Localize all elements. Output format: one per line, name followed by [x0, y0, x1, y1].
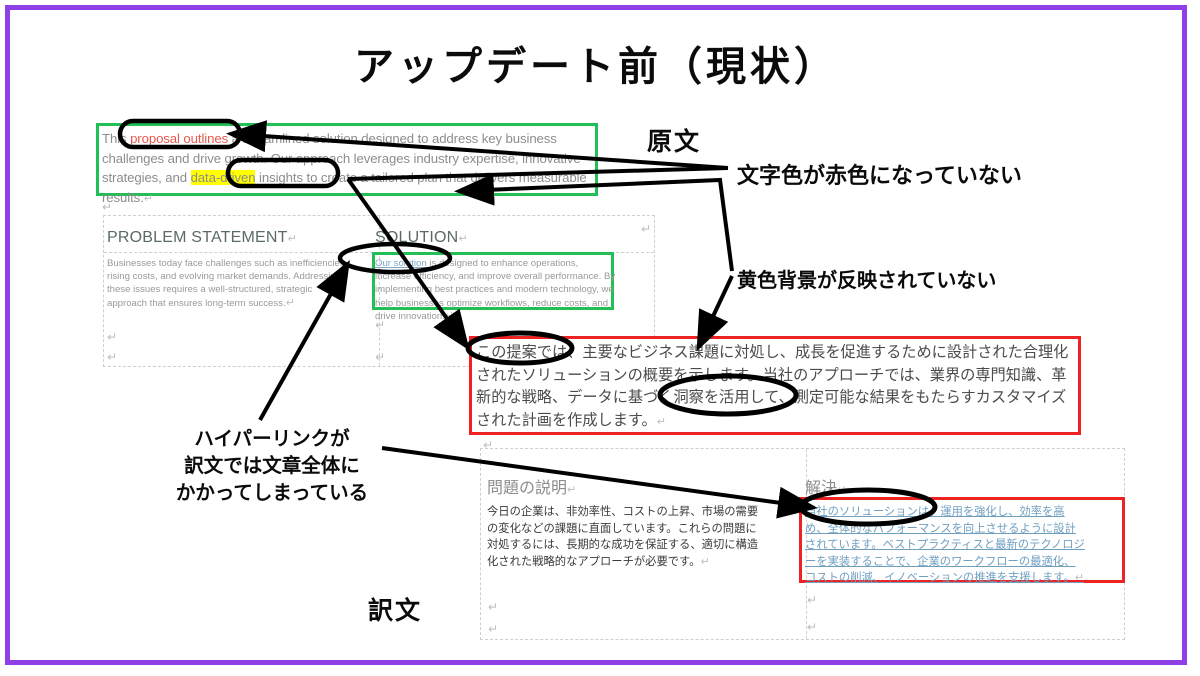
pilcrow-icon: ↵: [107, 350, 118, 364]
translated-body-solution-hyperlink[interactable]: 当社のソリューションは、運用を強化し、効率を高め、全体的なパフォーマンスを向上さ…: [805, 505, 1085, 585]
pilcrow-icon: ↵: [143, 192, 153, 205]
pilcrow-icon: ↵: [483, 438, 494, 452]
original-paragraph-before: This: [102, 131, 131, 146]
label-translation: 訳文: [368, 596, 423, 625]
slide-canvas: アップデート前（現状） This proposal outlines a str…: [10, 10, 1182, 660]
original-keyword-red: proposal outlines: [130, 131, 229, 146]
translated-body-problem-statement: 今日の企業は、非効率性、コストの上昇、市場の需要の変化などの課題に直面しています…: [487, 505, 759, 568]
pilcrow-icon: ↵: [375, 350, 386, 364]
original-heading-solution: SOLUTION↵: [375, 229, 468, 246]
page-title: アップデート前（現状）: [354, 44, 838, 90]
pilcrow-icon: ↵: [1074, 571, 1084, 585]
pilcrow-icon: ↵: [567, 483, 577, 496]
original-hyperlink[interactable]: Our solution: [375, 258, 427, 269]
annotation-hyperlink-issue: ハイパーリンクが 訳文では文章全体に かかってしまっている: [122, 425, 422, 506]
annotation-yellow-background-issue: 黄色背景が反映されていない: [737, 268, 997, 292]
pilcrow-icon: ↵: [102, 200, 113, 214]
table-column-divider: [805, 449, 807, 639]
pilcrow-icon: ↵: [285, 296, 295, 309]
pilcrow-icon: ↵: [807, 593, 818, 607]
pilcrow-icon: ↵: [641, 222, 652, 236]
pilcrow-icon: ↵: [444, 309, 455, 322]
label-original: 原文: [647, 127, 702, 156]
translated-solution-red-box: [799, 497, 1125, 583]
pilcrow-icon: ↵: [458, 233, 468, 245]
pilcrow-icon: ↵: [488, 622, 499, 636]
annotation-hyperlink-issue-line1: ハイパーリンクが: [194, 427, 350, 450]
translated-paragraph: この提案では、主要なビジネス課題に対処し、成長を促進するために設計された合理化さ…: [476, 343, 1069, 429]
original-body-problem-statement: Businesses today face challenges such as…: [107, 258, 348, 309]
original-paragraph: This proposal outlines a streamlined sol…: [102, 129, 598, 209]
arrow-yellow-bg-issue-down: [696, 275, 734, 352]
pilcrow-icon: ↵: [287, 233, 298, 245]
pilcrow-icon: ↵: [700, 554, 710, 568]
translated-heading-problem-statement: 問題の説明↵: [487, 478, 577, 497]
pilcrow-icon: ↵: [488, 600, 499, 614]
annotation-red-text-issue: 文字色が赤色になっていない: [737, 164, 1022, 189]
original-keyword-yellow-highlight: data-driven: [190, 170, 256, 185]
pilcrow-icon: ↵: [107, 330, 118, 344]
pilcrow-icon: ↵: [807, 620, 818, 634]
original-heading-problem-statement: PROBLEM STATEMENT↵: [107, 229, 298, 246]
pilcrow-icon: ↵: [656, 414, 666, 428]
annotation-hyperlink-issue-line2: 訳文では文章全体に: [184, 454, 360, 477]
original-body-solution: Our solution is designed to enhance oper…: [375, 258, 616, 322]
annotation-hyperlink-issue-line3: かかってしまっている: [175, 481, 369, 504]
slide-frame: アップデート前（現状） This proposal outlines a str…: [5, 5, 1187, 665]
pilcrow-icon: ↵: [375, 318, 386, 332]
translated-heading-solution: 解決↵: [805, 478, 847, 497]
pilcrow-icon: ↵: [837, 483, 847, 496]
